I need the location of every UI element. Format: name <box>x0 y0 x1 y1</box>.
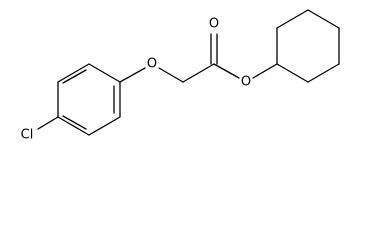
ring-double-bond <box>62 115 87 130</box>
ester-oxygen-label: O <box>241 75 251 90</box>
ring-bond <box>88 63 121 83</box>
skeletal-structure: Cl O O O <box>21 9 340 143</box>
aryl-ether-bond <box>119 67 146 83</box>
ring-bond <box>88 116 121 136</box>
ring-bond <box>307 9 340 29</box>
ether-oxygen-label: O <box>147 57 157 72</box>
ether-methylene-bond <box>158 67 184 83</box>
carbonyl-oxygen-label: O <box>209 17 219 32</box>
ester-cyclohexyl-bond <box>252 63 278 79</box>
ring-bond <box>57 116 90 136</box>
methylene-carbonyl-bond <box>182 63 215 83</box>
ring-bond <box>276 63 309 83</box>
molecule-canvas: Cl O O O <box>21 9 340 143</box>
benzene-ring <box>57 63 121 136</box>
ring-bond <box>276 9 309 29</box>
cyclohexane-ring <box>276 9 340 83</box>
ring-bond <box>57 63 90 83</box>
ring-double-bond <box>62 69 87 84</box>
chlorine-bond <box>37 116 59 130</box>
chlorine-label: Cl <box>21 128 34 143</box>
carbonyl-ester-bond <box>213 63 240 79</box>
ring-bond <box>307 63 340 83</box>
